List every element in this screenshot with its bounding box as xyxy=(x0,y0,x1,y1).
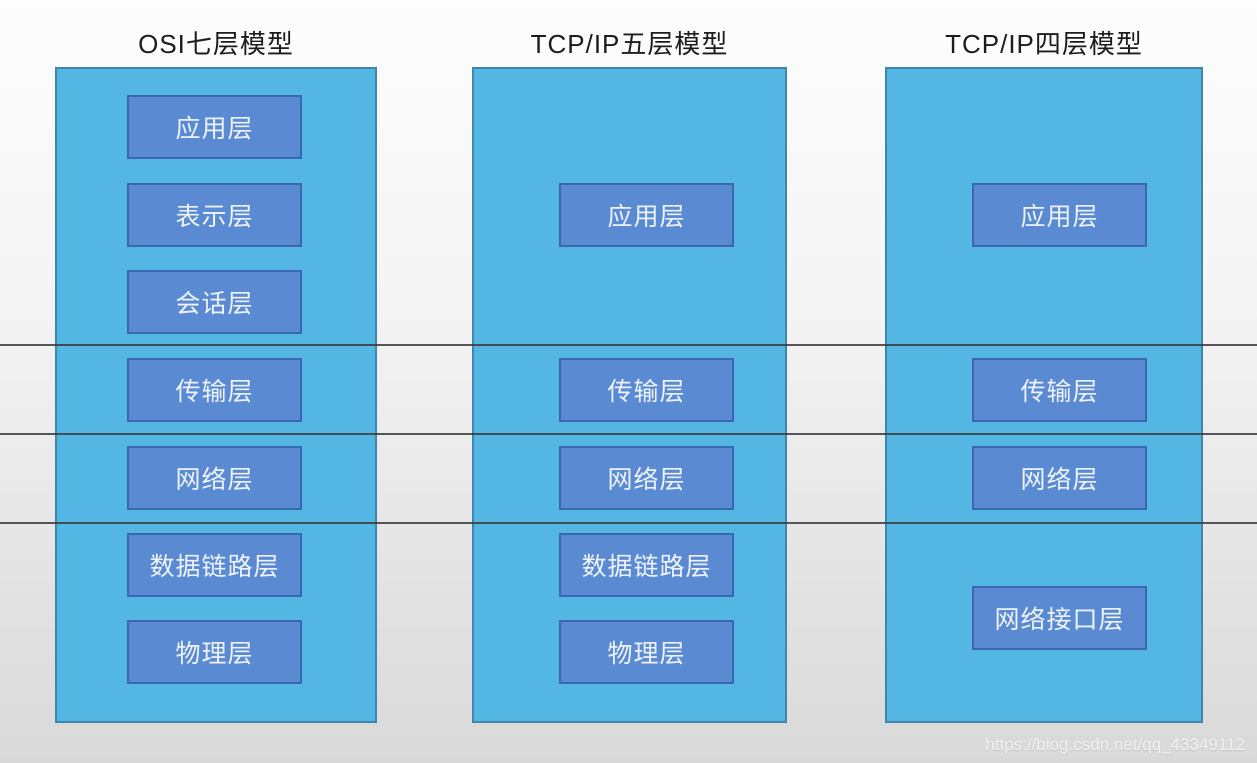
tcpip5-layer-datalink: 数据链路层 xyxy=(559,533,734,597)
tcpip4-layer-network: 网络层 xyxy=(972,446,1147,510)
divider-line-above-transport xyxy=(0,344,1257,346)
column-title-tcpip-5-layer: TCP/IP五层模型 xyxy=(530,29,729,59)
osi-layer-presentation: 表示层 xyxy=(127,183,302,247)
tcpip5-layer-application: 应用层 xyxy=(559,183,734,247)
osi-layer-network: 网络层 xyxy=(127,446,302,510)
tcpip5-layer-physical: 物理层 xyxy=(559,620,734,684)
tcpip4-layer-application: 应用层 xyxy=(972,183,1147,247)
column-title-osi-7-layer: OSI七层模型 xyxy=(138,29,294,59)
column-title-tcpip-4-layer: TCP/IP四层模型 xyxy=(945,29,1143,59)
tcpip5-layer-transport: 传输层 xyxy=(559,358,734,422)
csdn-blog-watermark: https://blog.csdn.net/qq_43349112 xyxy=(985,735,1245,754)
divider-line-above-network xyxy=(0,433,1257,435)
osi-layer-datalink: 数据链路层 xyxy=(127,533,302,597)
tcpip5-layer-network: 网络层 xyxy=(559,446,734,510)
osi-layer-session: 会话层 xyxy=(127,270,302,334)
tcpip4-layer-network-interface: 网络接口层 xyxy=(972,586,1147,650)
divider-line-above-datalink xyxy=(0,522,1257,524)
osi-layer-application: 应用层 xyxy=(127,95,302,159)
tcpip4-layer-transport: 传输层 xyxy=(972,358,1147,422)
osi-layer-transport: 传输层 xyxy=(127,358,302,422)
osi-layer-physical: 物理层 xyxy=(127,620,302,684)
